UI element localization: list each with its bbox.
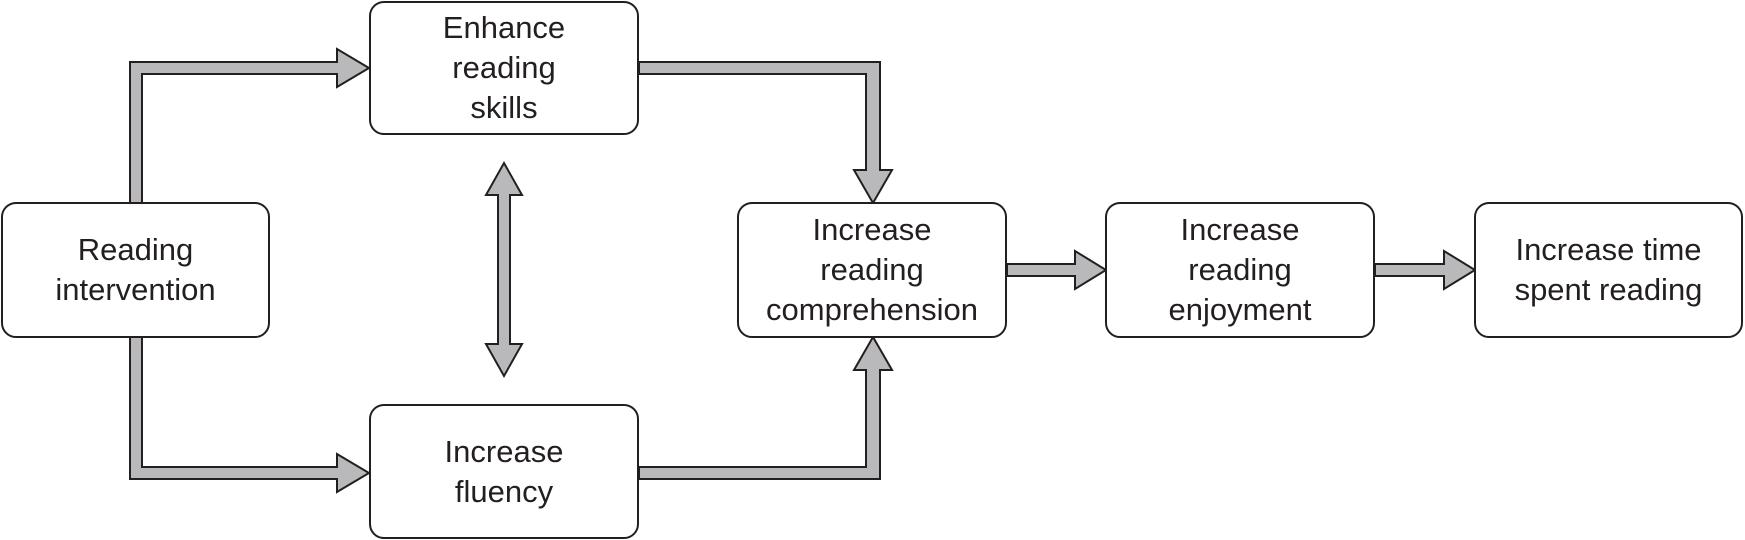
arrow-intervention-to-skills [129, 47, 371, 204]
box-reading-intervention [1, 202, 270, 338]
box-increase-reading-comprehension [737, 202, 1007, 338]
box-increase-time-spent-reading [1474, 202, 1743, 338]
arrow-skills-to-comprehension [638, 61, 894, 206]
label-enhance-reading-skills: Enhance reading skills [442, 10, 566, 125]
label-increase-time-spent-reading: Increase time spent reading [1514, 232, 1703, 307]
arrow-comprehension-to-enjoyment [1006, 249, 1108, 291]
label-increase-fluency: Increase fluency [444, 433, 564, 509]
label-reading-intervention: Reading intervention [55, 232, 216, 307]
arrow-fluency-to-comprehension [638, 334, 894, 480]
label-increase-reading-enjoyment: Increase reading enjoyment [1168, 212, 1312, 327]
box-increase-reading-enjoyment [1105, 202, 1375, 338]
arrow-skills-fluency-bidirectional [484, 160, 524, 379]
arrow-enjoyment-to-time [1374, 249, 1477, 291]
box-increase-fluency [369, 404, 639, 539]
arrow-intervention-to-fluency [129, 336, 371, 494]
label-increase-reading-comprehension: Increase reading comprehension [766, 212, 978, 327]
box-enhance-reading-skills [369, 1, 639, 135]
